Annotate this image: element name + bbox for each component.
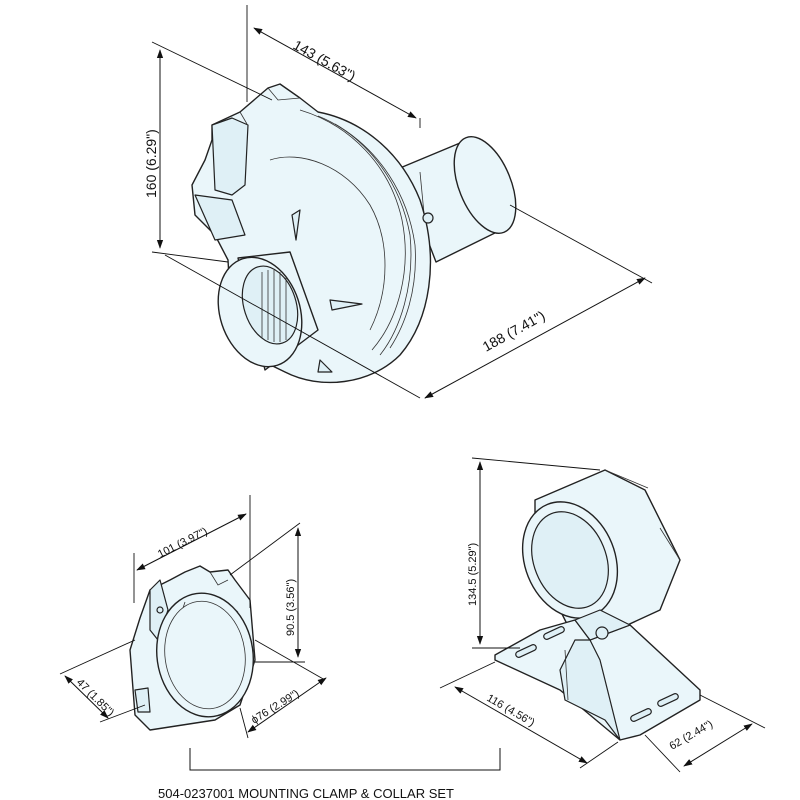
dimension-label-blower-height: 160 (6.29") (143, 129, 159, 198)
dimension-collar-height: 90.5 (3.56") (229, 522, 305, 663)
collar-unit: 101 (3.97") 90.5 (3.56") 47 (1.85") ϕ76 … (59, 495, 327, 739)
dimension-label-collar-diameter: ϕ76 (2.99") (249, 688, 301, 727)
blower-unit: 143 (5.63") 160 (6.29") 188 (7.41") (143, 5, 653, 399)
dimension-label-blower-depth: 143 (5.63") (291, 37, 359, 84)
blower-inlet-tube (217, 251, 319, 371)
caption-text: 504-0237001 MOUNTING CLAMP & COLLAR SET (158, 786, 454, 800)
dimension-label-clamp-length: 116 (4.56") (485, 692, 537, 729)
dimension-label-collar-width: 101 (3.97") (156, 525, 210, 560)
collar-body (129, 565, 256, 731)
dimension-blower-height: 160 (6.29") (143, 41, 273, 263)
dimension-label-clamp-height: 134.5 (5.29") (467, 543, 479, 606)
clamp-ring (521, 469, 681, 641)
dimension-label-collar-height: 90.5 (3.56") (285, 579, 297, 636)
caption-group: 504-0237001 MOUNTING CLAMP & COLLAR SET (158, 748, 501, 800)
dimension-label-clamp-width: 62 (2.44") (668, 718, 716, 752)
clamp-unit: 134.5 (5.29") 116 (4.56") 62 (2.44") (439, 457, 766, 773)
dimension-label-blower-length: 188 (7.41") (480, 307, 548, 354)
caption-bracket (189, 748, 501, 771)
dimension-clamp-height: 134.5 (5.29") (467, 457, 601, 649)
dimension-label-collar-flange: 47 (1.85") (74, 677, 116, 719)
